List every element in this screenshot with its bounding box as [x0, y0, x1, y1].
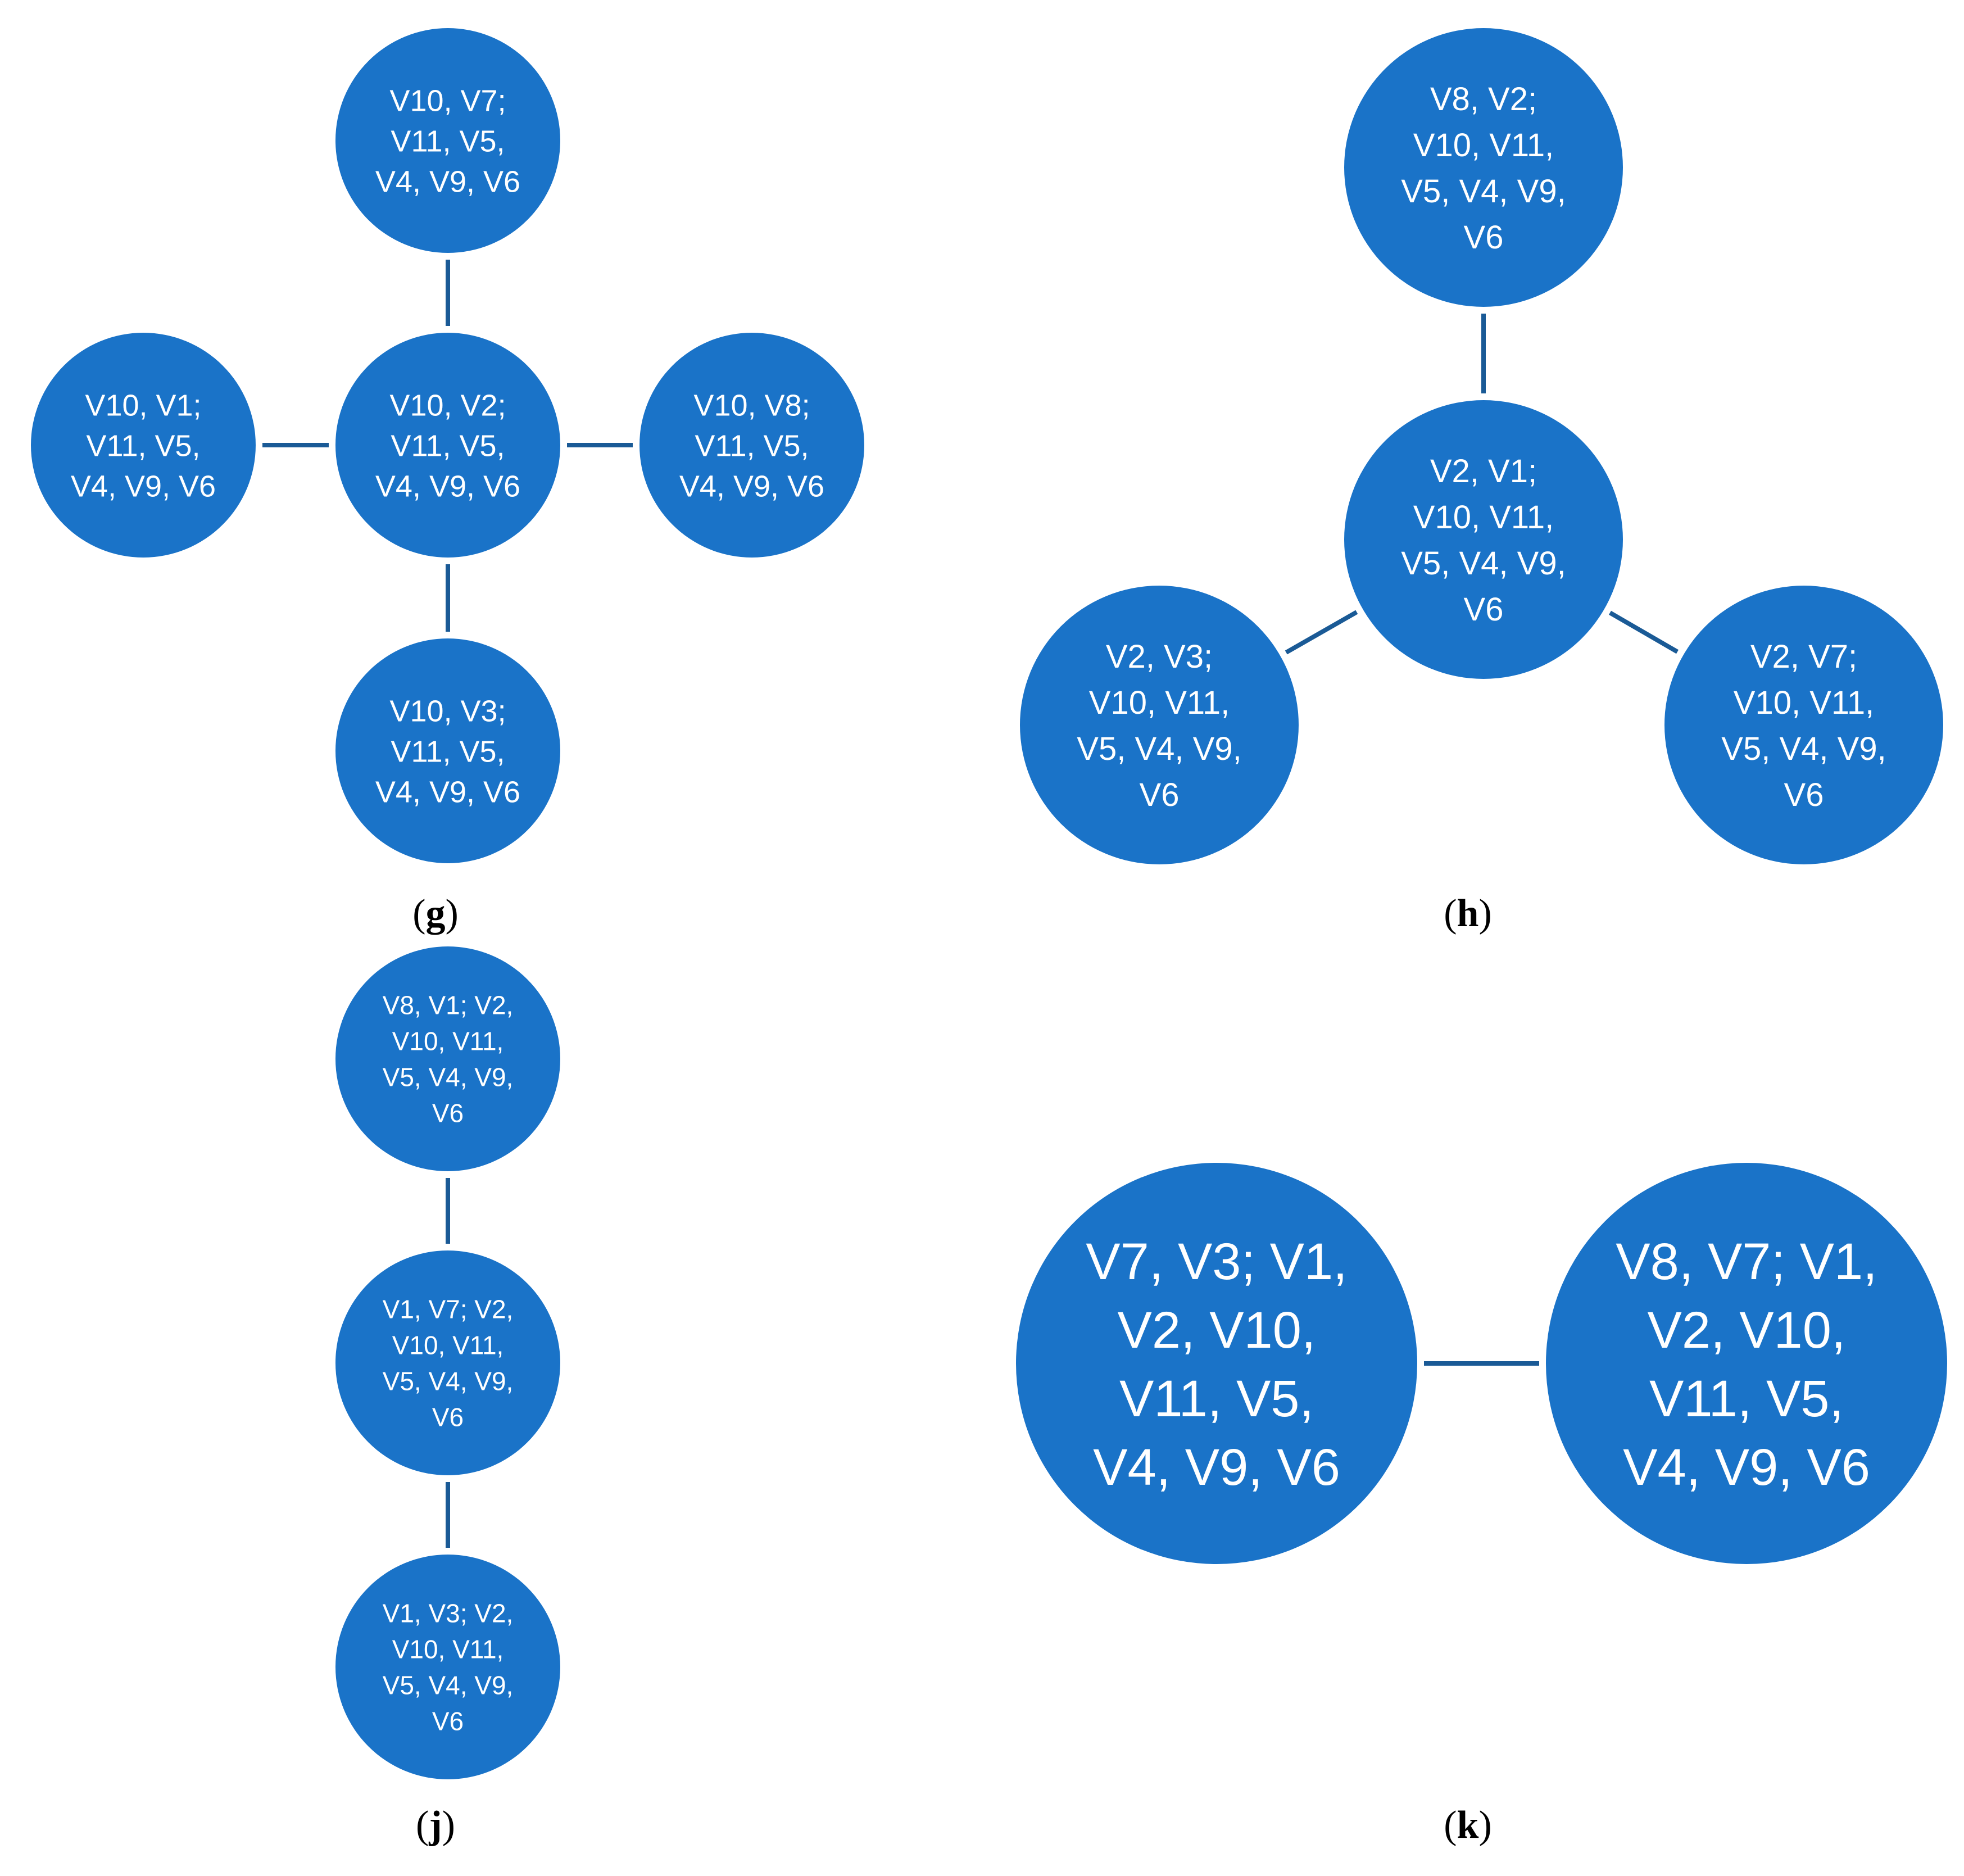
node-label-line: V5, V4, V9, [1077, 731, 1241, 767]
node-label-line: V6 [1464, 591, 1504, 628]
node-circle-g-right [639, 333, 864, 558]
node-circle-j-bottom [335, 1555, 560, 1779]
node-h-left: V2, V3; V10, V11, V5, V4, V9, V6 [1020, 586, 1299, 864]
node-circle-h-right [1664, 586, 1943, 864]
panel-caption-letter: g [426, 892, 446, 935]
node-label-line: V11, V5, [695, 429, 809, 463]
node-label-line: V10, V11, [1413, 499, 1554, 536]
node-j-top: V8, V1; V2, V10, V11, V5, V4, V9, V6 [335, 946, 560, 1171]
node-label-line: V6 [1784, 777, 1824, 813]
edge-h-center-h-left [1285, 610, 1358, 655]
node-label-line: V4, V9, V6 [375, 165, 520, 198]
node-label-line: V8, V1; V2, [383, 991, 514, 1020]
node-label-line: V4, V9, V6 [71, 469, 216, 503]
node-label-line: V4, V9, V6 [375, 469, 520, 503]
node-label-line: V5, V4, V9, [1401, 173, 1566, 210]
node-label-line: V11, V5, [1119, 1370, 1314, 1428]
node-label-line: V4, V9, V6 [375, 775, 520, 809]
node-label-line: V8, V7; V1, [1616, 1233, 1877, 1290]
node-circle-g-top [335, 28, 560, 253]
node-label-line: V10, V11, [392, 1331, 504, 1360]
node-g-left: V10, V1; V11, V5, V4, V9, V6 [31, 333, 256, 558]
panel-caption-h: (h) [1444, 892, 1492, 935]
node-label-line: V4, V9, V6 [1093, 1439, 1340, 1496]
node-k-left: V7, V3; V1, V2, V10, V11, V5, V4, V9, V6 [1016, 1163, 1417, 1564]
node-h-top: V8, V2; V10, V11, V5, V4, V9, V6 [1344, 28, 1623, 307]
node-label-line: V5, V4, V9, [1721, 731, 1886, 767]
node-g-bottom: V10, V3; V11, V5, V4, V9, V6 [335, 638, 560, 863]
node-label-line: V10, V11, [1734, 685, 1874, 721]
node-label-line: V10, V2; [389, 388, 506, 422]
panel-caption-letter: k [1457, 1804, 1479, 1847]
node-label-line: V5, V4, V9, [1401, 545, 1566, 582]
node-label-line: V7, V3; V1, [1086, 1233, 1347, 1290]
node-circle-j-middle [335, 1250, 560, 1475]
node-circle-h-left [1020, 586, 1299, 864]
panel-caption-g: (g) [412, 892, 459, 935]
panel-caption-letter: h [1457, 892, 1479, 935]
node-label-line: V10, V3; [389, 694, 506, 728]
node-label-line: V2, V3; [1106, 638, 1213, 675]
node-label-line: V11, V5, [391, 429, 505, 463]
node-label-line: V2, V10, [1648, 1302, 1846, 1359]
node-label-line: V4, V9, V6 [679, 469, 824, 503]
node-circle-k-left [1016, 1163, 1417, 1564]
edges-layer [262, 260, 1679, 1548]
node-label-line: V10, V1; [85, 388, 201, 422]
node-circle-g-bottom [335, 638, 560, 863]
node-label-line: V2, V1; [1430, 453, 1537, 490]
node-label-line: V11, V5, [1649, 1370, 1844, 1428]
node-label-line: V1, V7; V2, [383, 1295, 514, 1324]
node-label-line: V4, V9, V6 [1623, 1439, 1870, 1496]
node-label-line: V11, V5, [391, 735, 505, 768]
node-circle-h-top [1344, 28, 1623, 307]
node-label-line: V8, V2; [1430, 81, 1537, 117]
node-label-line: V6 [432, 1403, 464, 1432]
node-label-line: V6 [1464, 219, 1504, 256]
node-label-line: V10, V11, [1089, 685, 1230, 721]
node-label-line: V1, V3; V2, [383, 1599, 514, 1628]
node-g-top: V10, V7; V11, V5, V4, V9, V6 [335, 28, 560, 253]
nodes-layer: V10, V7; V11, V5, V4, V9, V6 V10, V1; V11, V… [31, 28, 1947, 1779]
node-label-line: V11, V5, [391, 124, 505, 158]
node-label-line: V5, V4, V9, [383, 1367, 514, 1396]
node-k-right: V8, V7; V1, V2, V10, V11, V5, V4, V9, V6 [1546, 1163, 1947, 1564]
panel-caption-j: (j) [416, 1804, 455, 1847]
node-circle-g-center [335, 333, 560, 558]
node-circle-g-left [31, 333, 256, 558]
node-label-line: V5, V4, V9, [383, 1063, 514, 1092]
node-label-line: V10, V7; [389, 84, 506, 117]
node-label-line: V10, V11, [392, 1027, 504, 1056]
node-label-line: V10, V11, [392, 1635, 504, 1664]
node-g-center: V10, V2; V11, V5, V4, V9, V6 [335, 333, 560, 558]
node-label-line: V6 [432, 1707, 464, 1736]
node-label-line: V2, V7; [1750, 638, 1857, 675]
node-h-center: V2, V1; V10, V11, V5, V4, V9, V6 [1344, 400, 1623, 679]
node-circle-k-right [1546, 1163, 1947, 1564]
node-label-line: V11, V5, [86, 429, 200, 463]
edge-h-center-h-right [1609, 610, 1679, 654]
panel-caption-letter: j [428, 1804, 442, 1847]
node-h-right: V2, V7; V10, V11, V5, V4, V9, V6 [1664, 586, 1943, 864]
panel-caption-k: (k) [1444, 1804, 1492, 1847]
node-label-line: V10, V8; [693, 388, 810, 422]
node-label-line: V5, V4, V9, [383, 1671, 514, 1700]
node-g-right: V10, V8; V11, V5, V4, V9, V6 [639, 333, 864, 558]
node-j-middle: V1, V7; V2, V10, V11, V5, V4, V9, V6 [335, 1250, 560, 1475]
node-label-line: V6 [1140, 777, 1180, 813]
node-j-bottom: V1, V3; V2, V10, V11, V5, V4, V9, V6 [335, 1555, 560, 1779]
node-circle-j-top [335, 946, 560, 1171]
node-label-line: V6 [432, 1099, 464, 1128]
captions-layer: (g) (h) (j) (k) [412, 892, 1492, 1847]
node-circle-h-center [1344, 400, 1623, 679]
node-label-line: V10, V11, [1413, 127, 1554, 164]
node-label-line: V2, V10, [1118, 1302, 1316, 1359]
